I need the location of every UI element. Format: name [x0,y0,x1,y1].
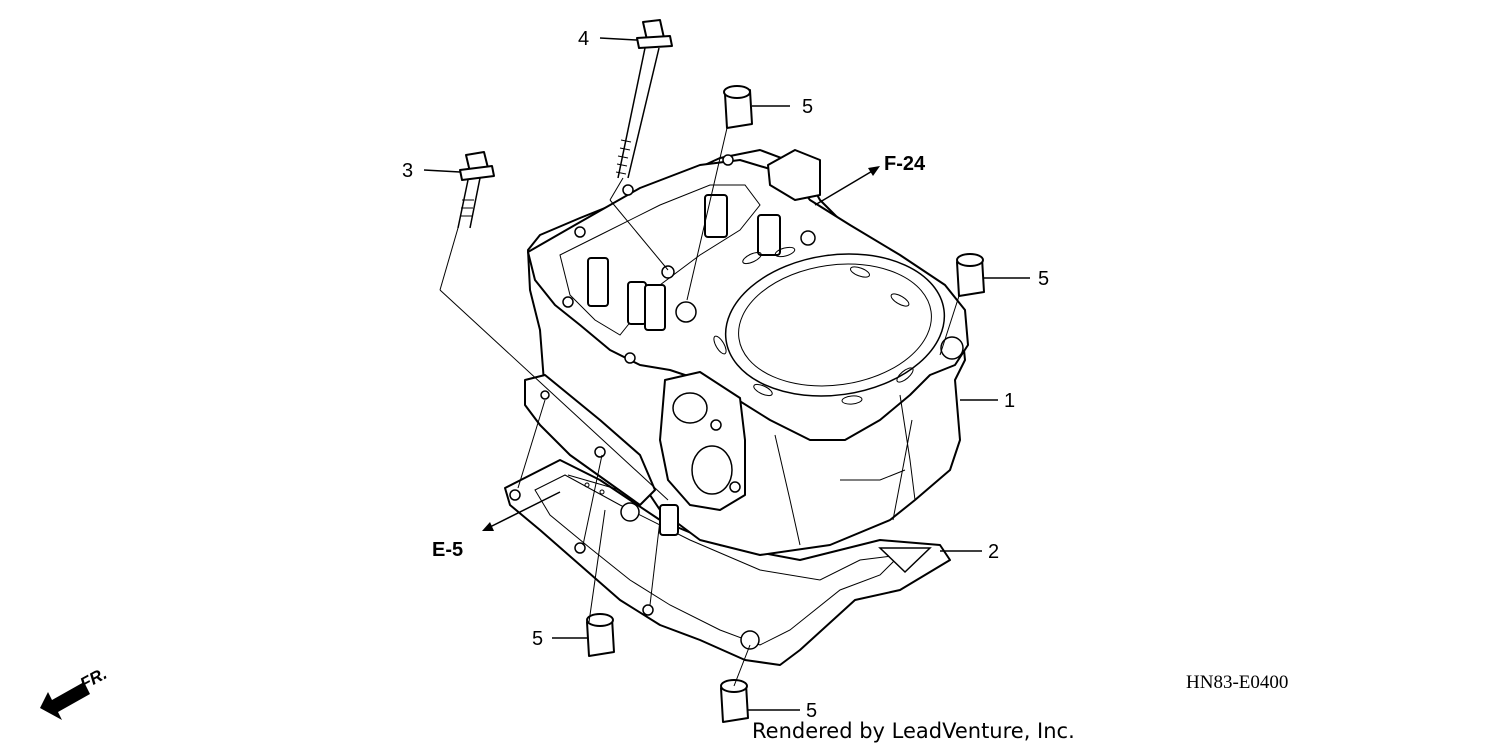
short-bolt [457,151,495,229]
callout-5-right: 5 [1038,268,1049,290]
callout-3: 3 [402,160,413,182]
svg-text:5: 5 [1038,268,1049,290]
callout-5-top: 5 [802,96,813,118]
reference-arrow-top: F-24 [814,153,926,206]
svg-text:E-5: E-5 [432,539,463,561]
dowel-pin-lower-left [586,613,615,657]
svg-text:5: 5 [806,700,817,722]
callout-2: 2 [988,541,999,563]
reference-arrow-left: E-5 [432,491,561,561]
svg-text:F-24: F-24 [884,153,926,175]
callout-leaders [423,37,1030,711]
svg-text:5: 5 [802,96,813,118]
dowel-pin-right [956,253,985,297]
cylinder-block [524,149,969,556]
svg-text:4: 4 [578,28,589,50]
front-direction-indicator: FR. [40,664,110,720]
dowel-pin-bottom [720,679,749,723]
diagram-code: HN83-E0400 [1186,672,1288,693]
svg-text:3: 3 [402,160,413,182]
callout-5-lower-left: 5 [532,628,543,650]
long-bolt [615,19,673,179]
svg-text:5: 5 [532,628,543,650]
callout-5-bottom: 5 [806,700,817,722]
callout-1: 1 [1004,390,1015,412]
render-credit: Rendered by LeadVenture, Inc. [752,719,1075,743]
callout-4: 4 [578,28,589,50]
alignment-lines [439,127,960,687]
svg-text:1: 1 [1004,390,1015,412]
svg-text:2: 2 [988,541,999,563]
dowel-pin-top [723,85,753,129]
